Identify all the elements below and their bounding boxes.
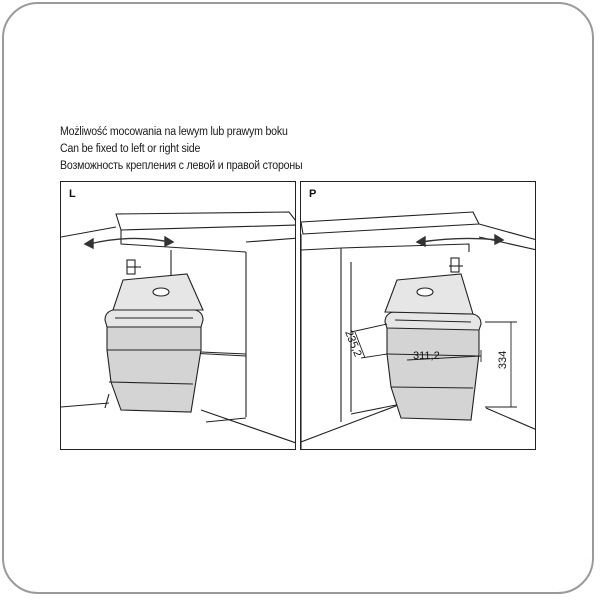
dimension-depth: 235,2 <box>342 329 363 359</box>
caption-english: Can be fixed to left or right side <box>60 143 201 155</box>
right-waste-bin <box>384 257 482 421</box>
panel-label-left: L <box>69 188 76 200</box>
left-swing-arrow <box>83 235 175 250</box>
left-waste-bin <box>104 259 204 413</box>
right-swing-arrow <box>415 233 505 248</box>
dimension-lines <box>350 321 517 408</box>
dimension-height: 334 <box>497 351 509 369</box>
dimension-width: 311,2 <box>413 350 440 362</box>
right-mount-panel: 235,2 311,2 334 P <box>300 181 536 450</box>
right-mount-illustration: 235,2 311,2 334 <box>301 211 535 449</box>
panel-label-right: P <box>309 188 317 200</box>
caption-russian: Возможность крепления с левой и правой с… <box>60 160 303 172</box>
left-mount-panel: L <box>60 181 296 450</box>
left-mount-illustration <box>61 211 295 444</box>
caption-polish: Możliwość mocowania na lewym lub prawym … <box>60 126 288 138</box>
